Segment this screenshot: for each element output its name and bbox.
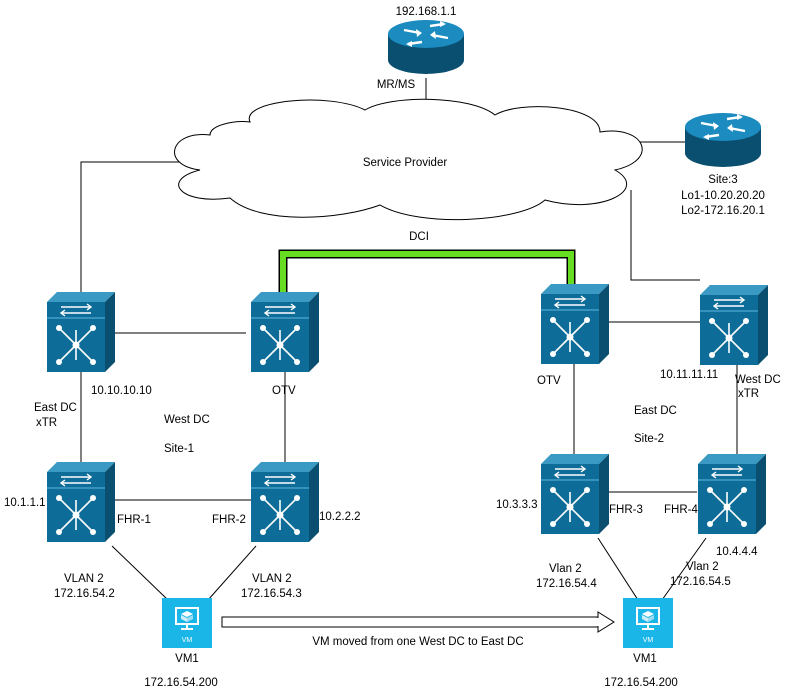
left-dc-name: West DC — [164, 414, 210, 426]
vm-left-name: VM1 — [175, 653, 199, 665]
site3-label: Site:3 — [708, 174, 737, 186]
fhr3-ip: 10.3.3.3 — [496, 499, 538, 511]
dci-label: DCI — [409, 231, 429, 243]
multilayer-switch-icon — [46, 291, 116, 373]
migration-label: VM moved from one West DC to East DC — [312, 636, 523, 648]
fhr4-ip: 10.4.4.4 — [716, 546, 758, 558]
left-site-label: Site-1 — [164, 443, 194, 455]
vm-right: VM VM1 172.16.54.200 — [604, 597, 678, 689]
multilayer-switch-icon — [697, 453, 767, 535]
right-site-label: Site-2 — [634, 433, 664, 445]
fhr3-vlan: Vlan 2 — [549, 563, 582, 575]
fhr1-vlan: VLAN 2 — [64, 573, 104, 585]
router-ip: 192.168.1.1 — [396, 6, 457, 18]
router-icon — [683, 111, 763, 169]
fhr2-label: FHR-2 — [212, 514, 246, 526]
vm-migration-arrow: VM moved from one West DC to East DC — [221, 611, 615, 648]
router-role-label: MR/MS — [377, 79, 416, 91]
fhr1-subnet: 172.16.54.2 — [54, 588, 115, 600]
switch-fhr3: 10.3.3.3 FHR-3 Vlan 2 172.16.54.4 — [496, 453, 643, 590]
fhr3-label: FHR-3 — [609, 504, 643, 516]
cloud-label: Service Provider — [363, 157, 448, 169]
links — [80, 78, 738, 601]
right-xtr-role: xTR — [738, 388, 759, 400]
fhr4-vlan: Vlan 2 — [686, 561, 719, 573]
left-otv-label: OTV — [272, 385, 296, 397]
dci-link — [278, 249, 576, 296]
right-otv-label: OTV — [537, 375, 561, 387]
link-fhr3-to-vm-right — [597, 537, 639, 601]
service-provider-cloud: Service Provider — [174, 98, 643, 221]
vm-right-ip: 172.16.54.200 — [604, 677, 678, 689]
right-xtr-ip: 10.11.11.11 — [660, 369, 718, 381]
multilayer-switch-icon — [540, 453, 610, 535]
multilayer-switch-icon — [250, 291, 320, 373]
router-site3: Site:3 Lo1-10.20.20.20 Lo2-172.16.20.1 — [681, 111, 765, 217]
link-cloud-to-left-xtr — [80, 161, 190, 292]
vm-left: VM VM1 172.16.54.200 — [144, 597, 218, 689]
fhr2-vlan: VLAN 2 — [252, 573, 292, 585]
switch-fhr1: 10.1.1.1 FHR-1 VLAN 2 172.16.54.2 — [4, 461, 151, 600]
left-xtr-name: East DC — [34, 402, 77, 414]
site3-lo2: Lo2-172.16.20.1 — [681, 205, 765, 217]
link-cloud-to-right-xtr — [630, 190, 700, 281]
link-fhr1-to-vm-left — [111, 545, 169, 601]
left-xtr-role: xTR — [36, 417, 57, 429]
vm-right-icon-text: VM — [643, 637, 654, 644]
multilayer-switch-icon — [46, 461, 116, 543]
fhr2-subnet: 172.16.54.3 — [241, 588, 302, 600]
fhr3-subnet: 172.16.54.4 — [536, 578, 597, 590]
vm-left-icon-text: VM — [182, 637, 193, 644]
fhr4-subnet: 172.16.54.5 — [670, 576, 731, 588]
multilayer-switch-icon — [250, 461, 320, 543]
vm-right-name: VM1 — [633, 653, 657, 665]
right-dc-name: East DC — [634, 405, 677, 417]
vm-left-ip: 172.16.54.200 — [144, 677, 218, 689]
router-icon — [386, 18, 466, 76]
fhr1-ip: 10.1.1.1 — [4, 497, 46, 509]
multilayer-switch-icon — [699, 284, 769, 366]
router-mr-ms: 192.168.1.1 MR/MS — [377, 6, 466, 91]
switch-left-xtr: 10.10.10.10 East DC xTR — [34, 291, 152, 429]
fhr2-ip: 10.2.2.2 — [319, 511, 361, 523]
left-xtr-ip: 10.10.10.10 — [91, 385, 152, 397]
link-fhr4-to-vm-right — [661, 537, 707, 601]
link-fhr2-to-vm-left — [207, 545, 257, 601]
switch-right-otv: OTV — [537, 283, 610, 387]
switch-fhr4: 10.4.4.4 FHR-4 Vlan 2 172.16.54.5 — [664, 453, 767, 588]
fhr4-label: FHR-4 — [664, 504, 698, 516]
switch-left-otv: OTV — [250, 291, 320, 397]
switch-fhr2: 10.2.2.2 FHR-2 VLAN 2 172.16.54.3 — [212, 461, 361, 600]
switch-right-xtr: 10.11.11.11 West DC xTR — [660, 284, 781, 400]
multilayer-switch-icon — [540, 283, 610, 365]
site3-lo1: Lo1-10.20.20.20 — [681, 190, 765, 202]
fhr1-label: FHR-1 — [117, 514, 151, 526]
right-xtr-name: West DC — [735, 374, 781, 386]
